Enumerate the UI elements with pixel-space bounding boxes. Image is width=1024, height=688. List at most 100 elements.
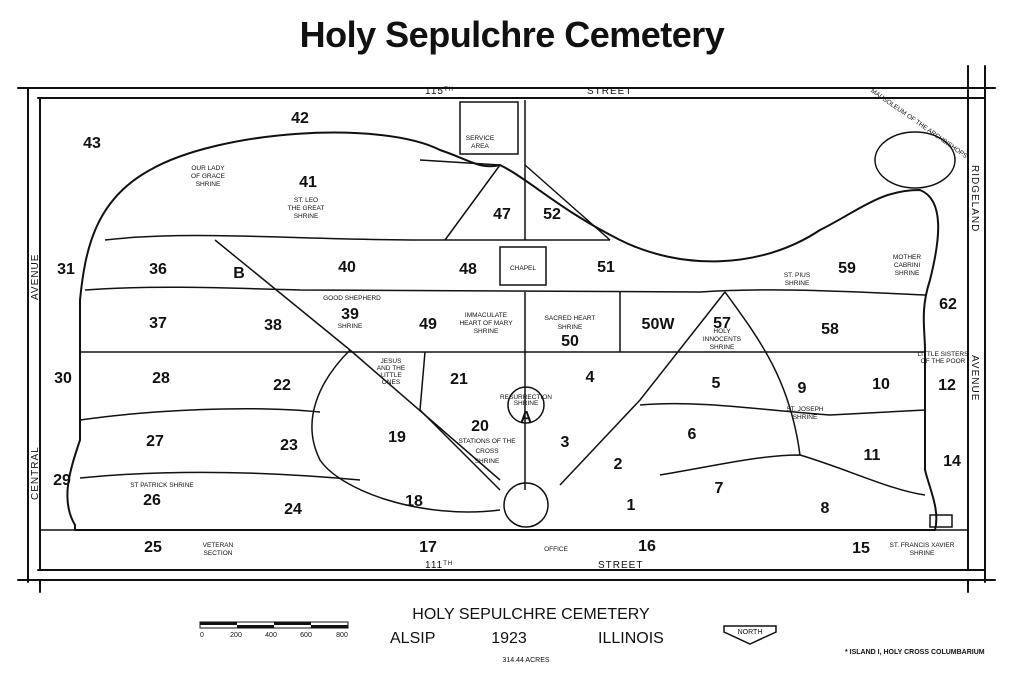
section-50w: 50W [642,316,676,333]
svg-text:OF GRACE: OF GRACE [191,173,226,180]
svg-text:400: 400 [265,632,277,639]
office-label: OFFICE [544,546,568,553]
west-central-label: CENTRAL [30,446,41,500]
svg-text:SHRINE: SHRINE [514,400,539,407]
svg-text:THE GREAT: THE GREAT [288,205,325,212]
svg-text:RESURRECTION: RESURRECTION [500,394,552,401]
chapel-label: CHAPEL [510,265,536,272]
section-6: 6 [688,426,697,443]
section-36: 36 [149,261,167,278]
legend-year: 1923 [491,630,527,647]
section-14: 14 [943,453,961,470]
street-lines [17,65,996,593]
section-21: 21 [450,371,468,388]
legend-acres: 314.44 ACRES [502,657,549,664]
section-38: 38 [264,317,282,334]
svg-text:IMMACULATE: IMMACULATE [465,312,508,319]
section-24: 24 [284,501,302,518]
legend-place: ALSIP [390,630,435,647]
section-2: 2 [614,456,623,473]
section-40: 40 [338,259,356,276]
svg-text:SERVICE: SERVICE [466,135,495,142]
svg-text:ST. FRANCIS XAVIER: ST. FRANCIS XAVIER [890,542,955,549]
section-11: 11 [864,447,881,464]
svg-text:MOTHER: MOTHER [893,254,921,261]
section-62: 62 [939,296,957,313]
mausoleum-loop [874,131,956,189]
section-9: 9 [798,380,807,397]
section-17: 17 [419,539,437,556]
center-plaza [503,482,549,528]
svg-text:AND THE: AND THE [377,365,406,372]
svg-text:ST. PIUS: ST. PIUS [784,272,811,279]
section-51: 51 [597,259,615,276]
svg-text:ONES: ONES [382,379,401,386]
svg-text:HEART OF MARY: HEART OF MARY [459,320,513,327]
section-50: 50 [561,333,579,350]
svg-text:ST PATRICK SHRINE: ST PATRICK SHRINE [130,482,194,489]
section-7: 7 [715,480,724,497]
section-47: 47 [493,206,511,223]
svg-text:115TH: 115TH [425,86,454,97]
svg-text:CABRINI: CABRINI [894,262,921,269]
east-ridgeland-label: RIDGELAND [969,165,980,232]
svg-text:GOOD SHEPHERD: GOOD SHEPHERD [323,295,381,302]
section-1: 1 [627,497,636,514]
svg-text:HOLY: HOLY [713,328,731,335]
scale-bar: 0 200 400 600 800 [199,621,349,639]
section-5: 5 [712,375,721,392]
section-30: 30 [54,370,72,387]
svg-text:600: 600 [300,632,312,639]
section-29: 29 [53,472,71,489]
section-52: 52 [543,206,561,223]
svg-text:SHRINE: SHRINE [474,328,499,335]
svg-text:SHRINE: SHRINE [338,323,363,330]
section-25: 25 [144,539,162,556]
section-37: 37 [149,315,167,332]
section-20: 20 [471,418,489,435]
svg-text:VETERAN: VETERAN [203,542,234,549]
south-street-number: 111 [425,560,443,571]
svg-text:200: 200 [230,632,242,639]
section-41: 41 [299,174,317,191]
section-42: 42 [291,110,309,127]
svg-text:OF THE POOR: OF THE POOR [921,358,966,365]
section-27: 27 [146,433,164,450]
section-3: 3 [561,434,570,451]
boundary-road [66,131,940,531]
svg-text:ST. LEO: ST. LEO [294,197,318,204]
section-b: B [233,265,245,282]
west-avenue-label: AVENUE [30,254,41,300]
section-23: 23 [280,437,298,454]
north-arrow-icon: NORTH [723,625,777,645]
section-10: 10 [872,376,890,393]
svg-text:AREA: AREA [471,143,489,150]
svg-text:LITTLE: LITTLE [380,372,402,379]
legend-footnote: * ISLAND I, HOLY CROSS COLUMBARIUM [845,649,985,656]
north-street-word: STREET [587,86,632,97]
svg-text:800: 800 [336,632,348,639]
svg-text:SHRINE: SHRINE [793,414,818,421]
page-title: Holy Sepulchre Cemetery [299,14,725,55]
section-28: 28 [152,370,170,387]
svg-text:NORTH: NORTH [738,629,763,636]
svg-text:SHRINE: SHRINE [475,458,500,465]
section-16: 16 [638,538,656,555]
shrine-labels: OUR LADY OF GRACE SHRINE ST. LEO THE GRE… [130,88,969,557]
east-avenue-label: AVENUE [969,355,980,401]
svg-text:SHRINE: SHRINE [196,181,221,188]
section-18: 18 [405,493,423,510]
service-area-building [459,101,519,155]
svg-text:SHRINE: SHRINE [785,280,810,287]
section-48: 48 [459,261,477,278]
section-59: 59 [838,260,856,277]
svg-text:INNOCENTS: INNOCENTS [703,336,742,343]
svg-text:ST. JOSEPH: ST. JOSEPH [786,406,824,413]
svg-text:JESUS: JESUS [381,358,403,365]
legend-name: HOLY SEPULCHRE CEMETERY [412,606,650,623]
section-12: 12 [938,377,956,394]
svg-text:CROSS: CROSS [475,448,499,455]
section-22: 22 [273,377,291,394]
